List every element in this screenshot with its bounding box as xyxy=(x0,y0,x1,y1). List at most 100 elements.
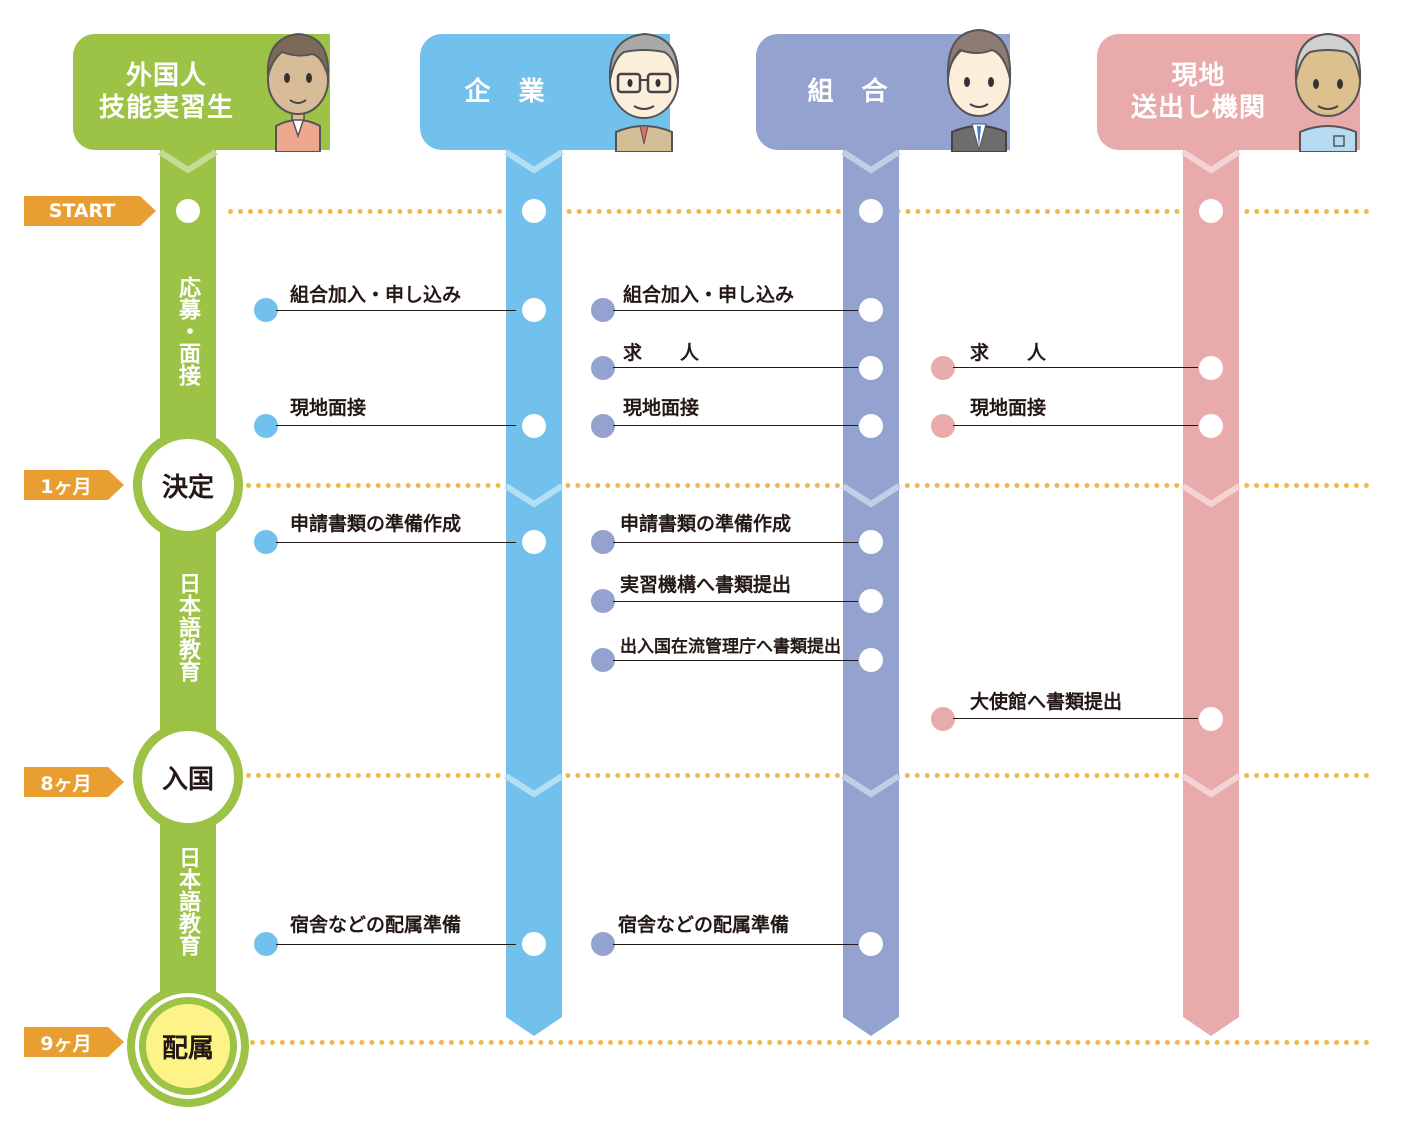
event-connector xyxy=(613,310,858,311)
company-bar-overlay-1 xyxy=(506,480,562,494)
union-header-chevron xyxy=(841,149,901,174)
event-connector xyxy=(953,718,1198,719)
event-label: 宿舎などの配属準備 xyxy=(618,914,790,936)
event-node xyxy=(1199,707,1223,731)
event-dot-pink xyxy=(931,356,955,380)
event-dot-purple xyxy=(591,589,615,613)
event-label: 申請書類の準備作成 xyxy=(290,513,462,535)
event-label: 現地面接 xyxy=(970,397,1047,419)
businessman-avatar xyxy=(946,28,1012,152)
event-connector xyxy=(613,542,858,543)
union-bar-overlay-1 xyxy=(843,480,899,494)
young-man-avatar xyxy=(266,32,330,152)
event-label: 宿舎などの配属準備 xyxy=(290,914,462,936)
stage-entry-label: 入国 xyxy=(161,764,214,795)
phase-label-application: 応募・面接 xyxy=(175,276,200,386)
elderly-man-avatar xyxy=(1294,32,1362,152)
phase-label-japanese-2: 日本語教育 xyxy=(175,846,200,956)
milestone-tag-9month: 9ヶ月 xyxy=(24,1027,124,1057)
company-column-bar xyxy=(506,150,562,1010)
event-dot-purple xyxy=(591,356,615,380)
union-start-node xyxy=(859,199,883,223)
sending-bar-overlay-2 xyxy=(1183,770,1239,784)
event-label: 出入国在流管理庁へ書類提出 xyxy=(620,637,841,657)
event-connector xyxy=(953,367,1198,368)
sending-header-chevron xyxy=(1181,149,1241,174)
company-start-node xyxy=(522,199,546,223)
sending-column-arrowhead xyxy=(1183,1008,1239,1036)
header-sending-title: 現地 送出し機関 xyxy=(1130,60,1266,124)
stage-assignment: 配属 xyxy=(127,985,249,1107)
milestone-tag-8month: 8ヶ月 xyxy=(24,767,124,797)
event-node xyxy=(859,589,883,613)
stage-entry: 入国 xyxy=(133,722,243,832)
header-trainee-title: 外国人 技能実習生 xyxy=(98,60,234,124)
event-dot-purple xyxy=(591,530,615,554)
event-dot-purple xyxy=(591,298,615,322)
trainee-header-chevron xyxy=(158,149,218,174)
event-node xyxy=(1199,356,1223,380)
event-connector xyxy=(276,944,516,945)
event-label: 実習機構へ書類提出 xyxy=(620,574,792,596)
event-dot-pink xyxy=(931,707,955,731)
event-dot-purple xyxy=(591,648,615,672)
event-connector xyxy=(953,425,1198,426)
stage-decision-label: 決定 xyxy=(161,472,214,503)
event-node xyxy=(859,356,883,380)
event-connector xyxy=(613,367,858,368)
event-dot-blue xyxy=(254,298,278,322)
milestone-tag-9month-label: 9ヶ月 xyxy=(40,1032,92,1055)
sending-start-node xyxy=(1199,199,1223,223)
milestone-tag-8month-label: 8ヶ月 xyxy=(40,772,92,795)
event-dot-blue xyxy=(254,530,278,554)
event-label: 大使館へ書類提出 xyxy=(970,691,1123,713)
company-phase-chevron-1 xyxy=(504,483,564,508)
sending-column-bar xyxy=(1183,150,1239,1010)
sending-phase-chevron-1 xyxy=(1181,483,1241,508)
stage-decision: 決定 xyxy=(133,430,243,540)
union-column-bar xyxy=(843,150,899,1010)
event-connector xyxy=(613,601,858,602)
company-header-chevron xyxy=(504,149,564,174)
event-node xyxy=(859,648,883,672)
sending-phase-chevron-2 xyxy=(1181,773,1241,798)
milestone-line-1month xyxy=(246,483,1370,488)
stage-assignment-label: 配属 xyxy=(161,1033,214,1064)
event-label: 組合加入・申し込み xyxy=(623,284,795,306)
event-connector xyxy=(276,425,516,426)
milestone-tag-1month-label: 1ヶ月 xyxy=(40,475,92,498)
milestone-tag-start-label: START xyxy=(48,200,116,222)
event-node xyxy=(859,298,883,322)
event-node xyxy=(522,414,546,438)
event-dot-blue xyxy=(254,414,278,438)
union-bar-overlay-2 xyxy=(843,770,899,784)
event-node xyxy=(522,298,546,322)
trainee-column-bar xyxy=(160,150,216,1030)
event-dot-purple xyxy=(591,414,615,438)
milestone-line-9month xyxy=(250,1040,1370,1045)
event-dot-blue xyxy=(254,932,278,956)
sending-bar-overlay-1 xyxy=(1183,480,1239,494)
phase-label-japanese-1: 日本語教育 xyxy=(175,572,200,682)
union-column-arrowhead xyxy=(843,1008,899,1036)
company-column-arrowhead xyxy=(506,1008,562,1036)
event-node xyxy=(859,530,883,554)
event-label: 求 人 xyxy=(970,342,1047,364)
event-dot-pink xyxy=(931,414,955,438)
event-label: 組合加入・申し込み xyxy=(290,284,462,306)
event-connector xyxy=(613,944,858,945)
union-phase-chevron-2 xyxy=(841,773,901,798)
older-man-glasses-avatar xyxy=(608,32,680,152)
union-phase-chevron-1 xyxy=(841,483,901,508)
event-connector xyxy=(613,425,858,426)
milestone-line-8month xyxy=(246,773,1370,778)
milestone-line-start xyxy=(228,209,1370,214)
event-label: 申請書類の準備作成 xyxy=(620,513,792,535)
event-node xyxy=(522,932,546,956)
event-node xyxy=(522,530,546,554)
event-node xyxy=(1199,414,1223,438)
event-label: 現地面接 xyxy=(290,397,367,419)
milestone-tag-start: START xyxy=(24,196,156,226)
company-phase-chevron-2 xyxy=(504,773,564,798)
trainee-start-node xyxy=(176,199,200,223)
